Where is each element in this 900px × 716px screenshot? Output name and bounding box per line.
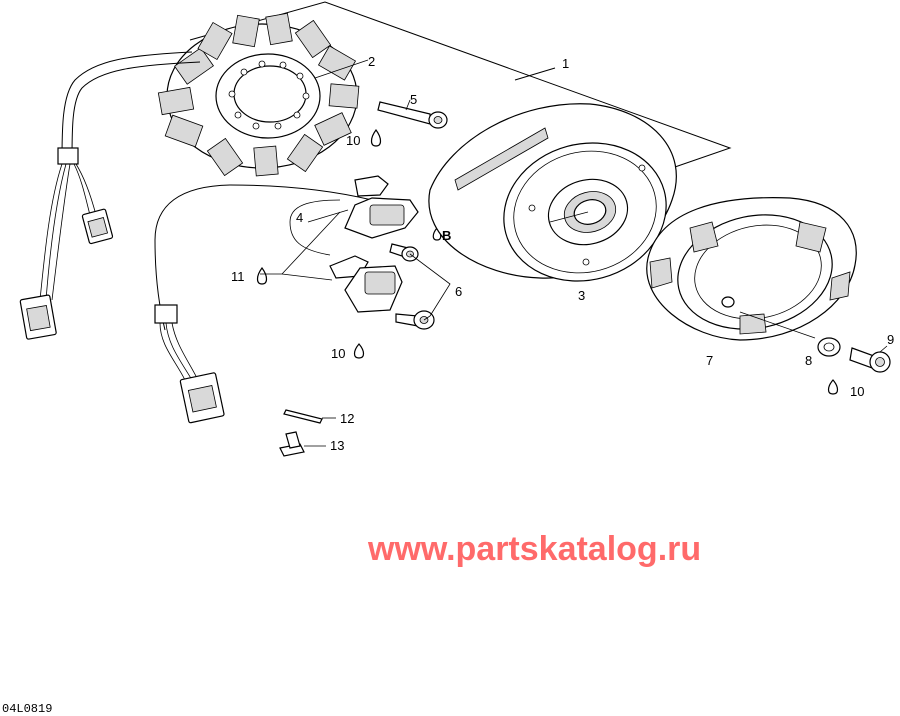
callout-9: 9: [887, 332, 894, 347]
trigger-coil-harness: [154, 175, 419, 424]
callout-4: 4: [296, 210, 303, 225]
callout-8: 8: [805, 353, 812, 368]
callout-5: 5: [410, 92, 417, 107]
screw-5: [377, 99, 448, 129]
callout-3: 3: [578, 288, 585, 303]
drop-icon: [827, 379, 839, 395]
callout-7: 7: [706, 353, 713, 368]
leader-6: [409, 253, 451, 317]
drop-icon: [256, 266, 268, 285]
washer-8: [817, 337, 841, 357]
stator-harness: [19, 51, 201, 340]
callout-10-middle: 10: [331, 346, 345, 361]
glue-marker-label: B: [442, 228, 451, 243]
screw-9: [849, 347, 891, 373]
leader-11b: [281, 273, 333, 281]
leader-9: [879, 345, 888, 353]
stator: [157, 12, 360, 177]
callout-2: 2: [368, 54, 375, 69]
drop-icon: [370, 128, 382, 147]
watermark: www.partskatalog.ru: [367, 530, 701, 568]
callout-10-upper: 10: [346, 133, 360, 148]
tie-strap-12: [283, 409, 336, 424]
leader-2: [314, 59, 369, 79]
screw-6-upper: [389, 243, 419, 262]
leader-4: [307, 209, 349, 223]
callout-10-right: 10: [850, 384, 864, 399]
leader-3: [549, 211, 589, 223]
figure-code: 04L0819: [2, 702, 52, 716]
callout-11: 11: [231, 269, 245, 284]
trigger-wheel: [646, 197, 857, 341]
rotor-flywheel: [428, 103, 677, 282]
leader-6b: [423, 315, 431, 321]
callout-6: 6: [455, 284, 462, 299]
screw-6-lower: [395, 310, 435, 330]
callout-13: 13: [330, 438, 344, 453]
callout-1: 1: [562, 56, 569, 71]
drop-icon: [353, 343, 365, 359]
leader-8: [739, 311, 816, 339]
callout-12: 12: [340, 411, 354, 426]
clip-13: [279, 431, 326, 457]
